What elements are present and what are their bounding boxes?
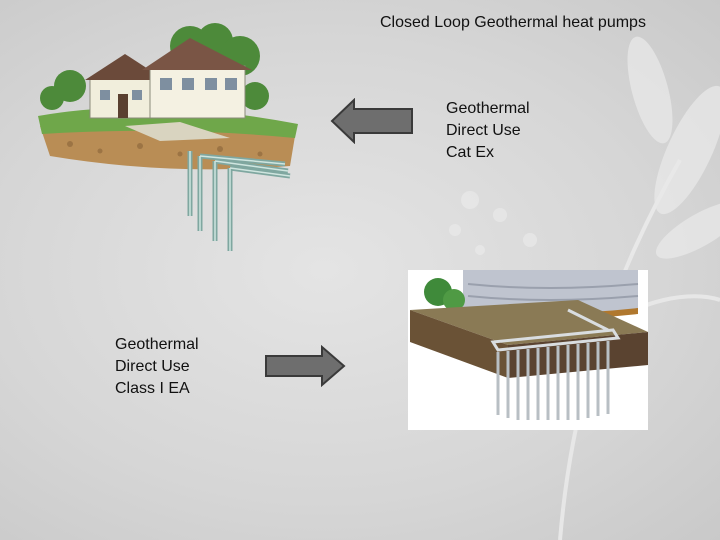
- left-arrow-icon: [330, 98, 413, 144]
- building-loop-field-illustration: [408, 270, 648, 430]
- right-arrow-icon: [265, 345, 346, 387]
- slide-title: Closed Loop Geothermal heat pumps: [380, 14, 646, 31]
- house-ground-loop-illustration: [38, 23, 298, 251]
- geothermal-cat-ex-label: Geothermal Direct Use Cat Ex: [446, 100, 530, 161]
- geothermal-class-i-ea-label: Geothermal Direct Use Class I EA: [115, 336, 199, 397]
